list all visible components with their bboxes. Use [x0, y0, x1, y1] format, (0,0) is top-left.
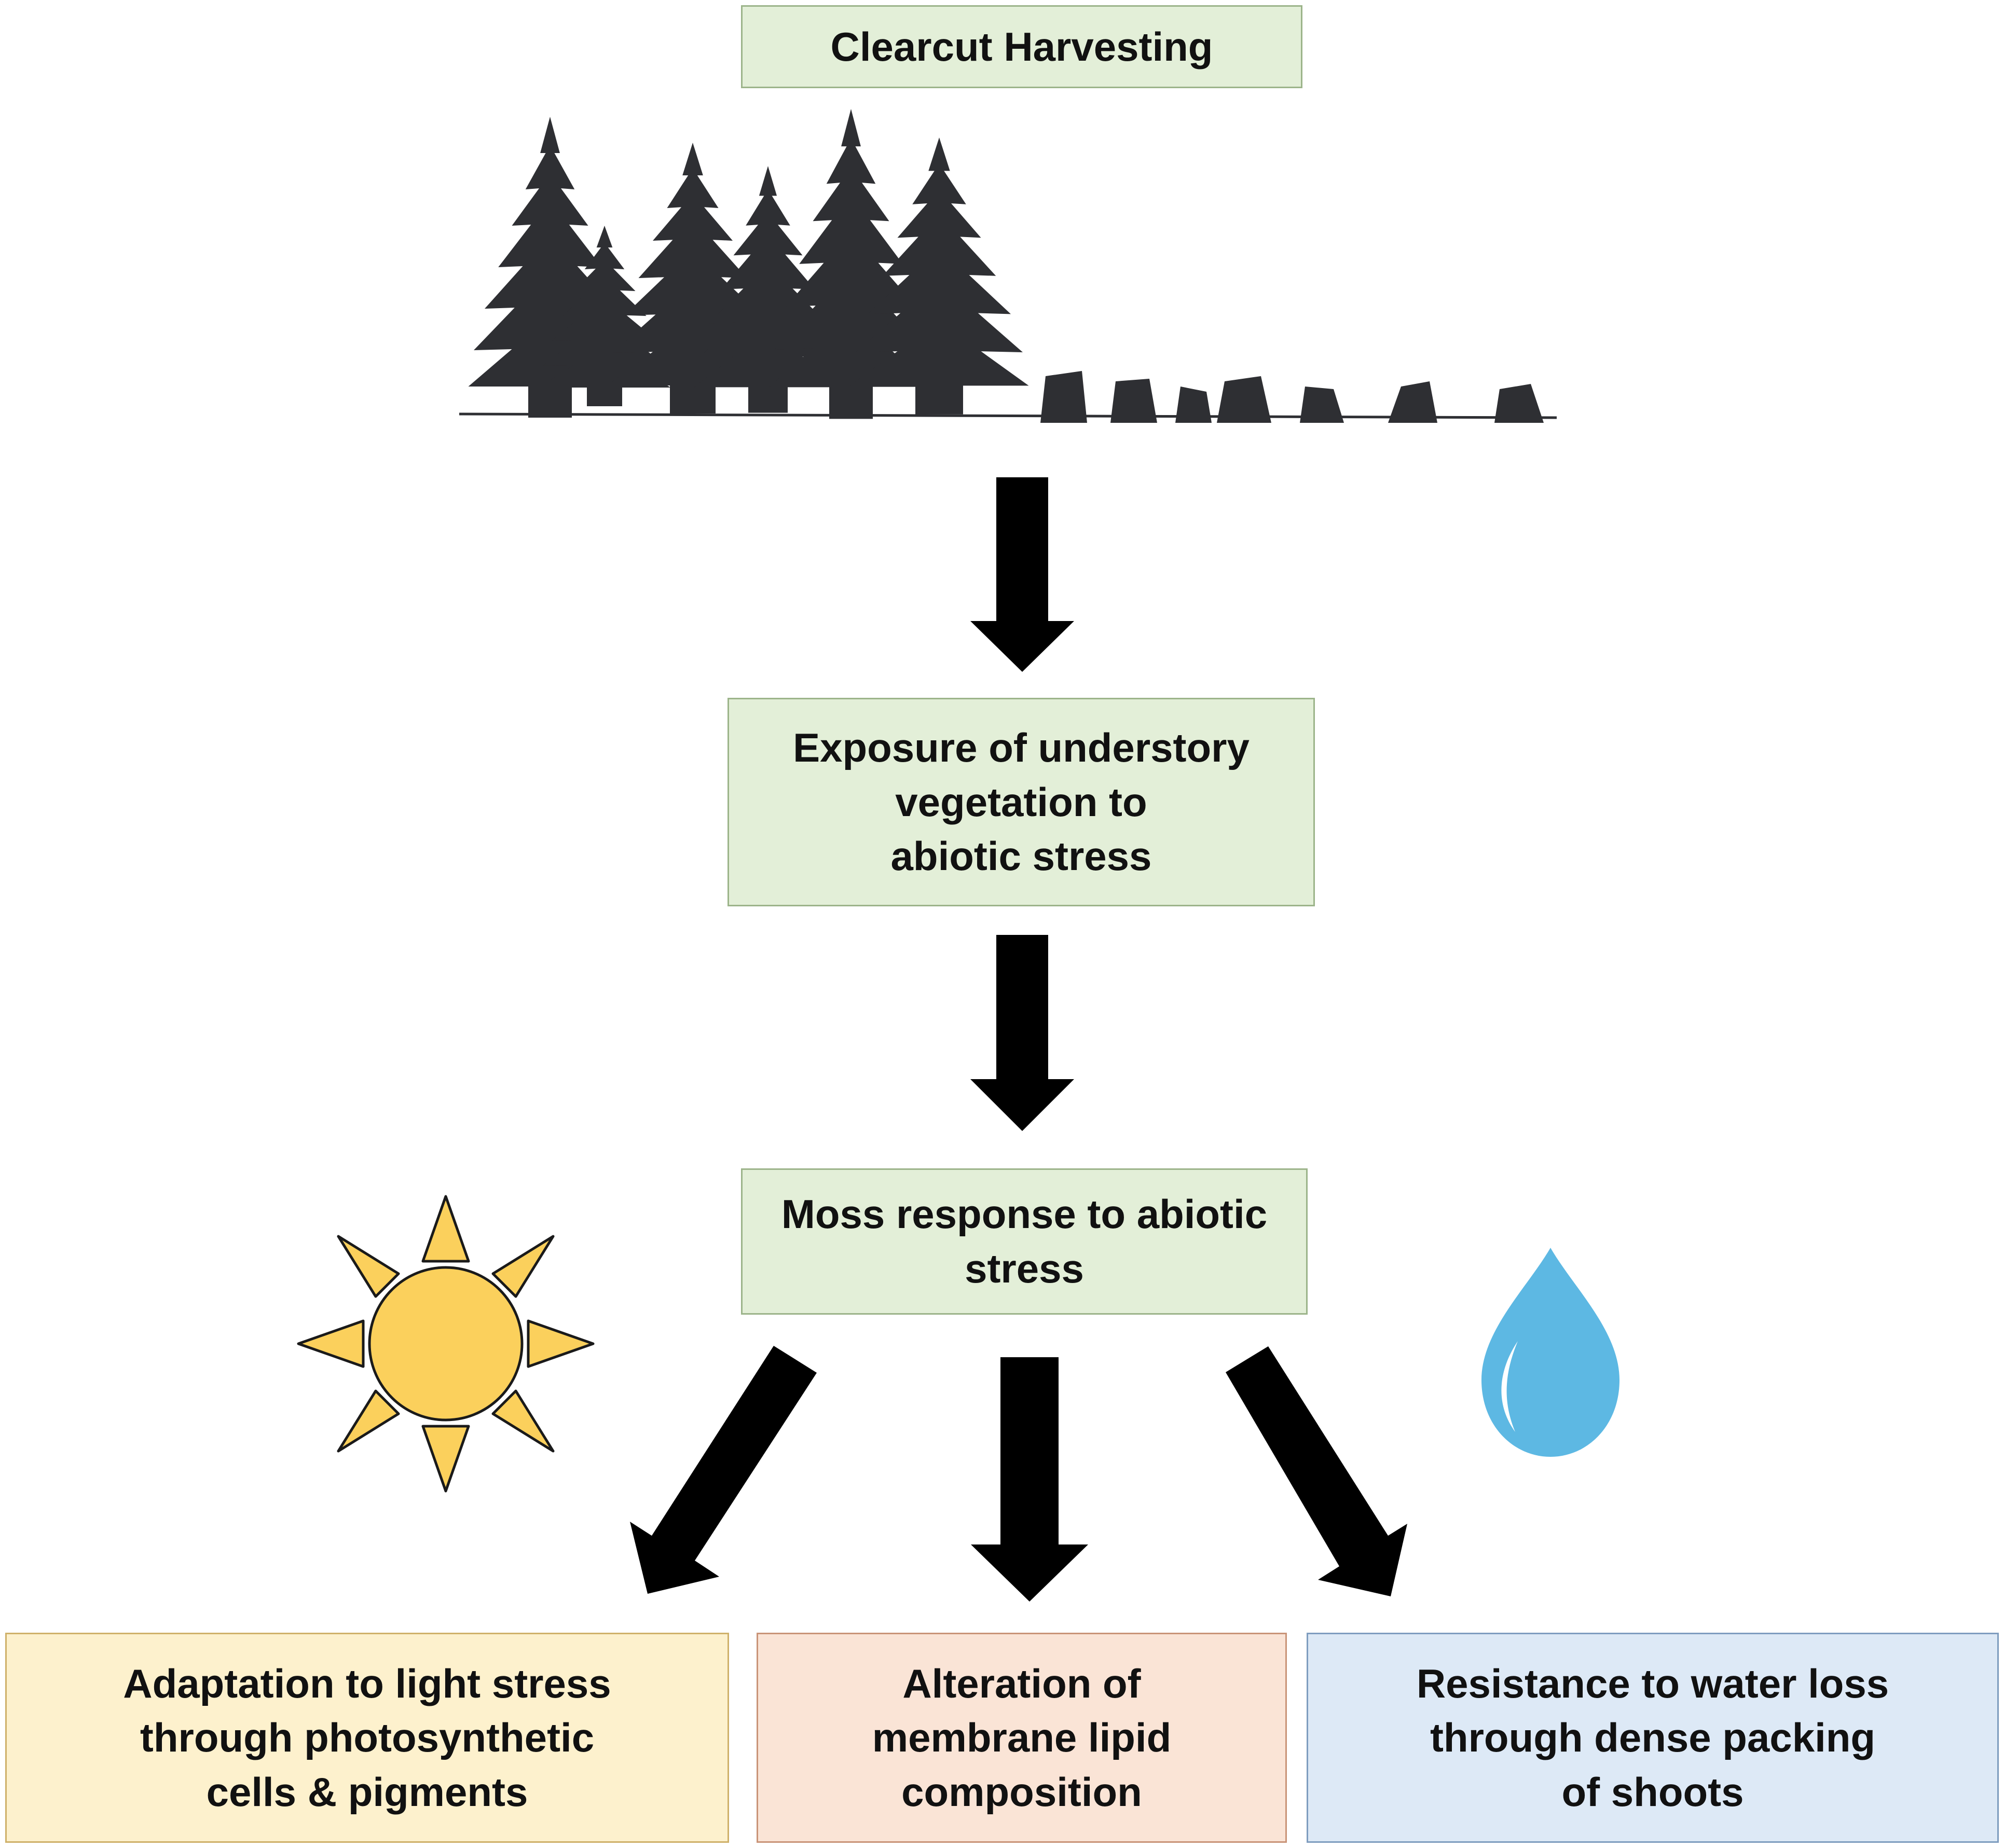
node-exposure-abiotic-stress: Exposure of understory vegetation to abi…	[728, 698, 1315, 906]
stump-4	[1217, 376, 1271, 423]
stump-1	[1040, 371, 1087, 423]
arrow-clearcut-to-exposure	[970, 477, 1074, 672]
arrow-exposure-to-moss	[970, 935, 1074, 1131]
arrow-moss-to-water	[1226, 1346, 1407, 1596]
node-moss-response: Moss response to abiotic stress	[741, 1168, 1308, 1315]
node-light-stress-adaptation: Adaptation to light stress through photo…	[5, 1633, 729, 1843]
water-drop-icon	[1481, 1248, 1619, 1457]
forest-clearcut-illustration	[459, 109, 1557, 423]
arrow-moss-to-light	[630, 1346, 817, 1594]
sun-icon	[297, 1195, 595, 1493]
arrows	[630, 477, 1407, 1602]
stump-7	[1494, 384, 1544, 423]
stump-6	[1388, 381, 1437, 423]
node-membrane-lipid-alteration: Alteration of membrane lipid composition	[757, 1633, 1287, 1843]
node-water-loss-resistance: Resistance to water loss through dense p…	[1307, 1633, 1999, 1843]
stump-3	[1175, 387, 1212, 423]
stump-2	[1110, 379, 1157, 423]
node-clearcut-harvesting: Clearcut Harvesting	[741, 5, 1302, 88]
arrow-moss-to-lipid	[971, 1357, 1088, 1602]
stump-5	[1300, 387, 1344, 423]
